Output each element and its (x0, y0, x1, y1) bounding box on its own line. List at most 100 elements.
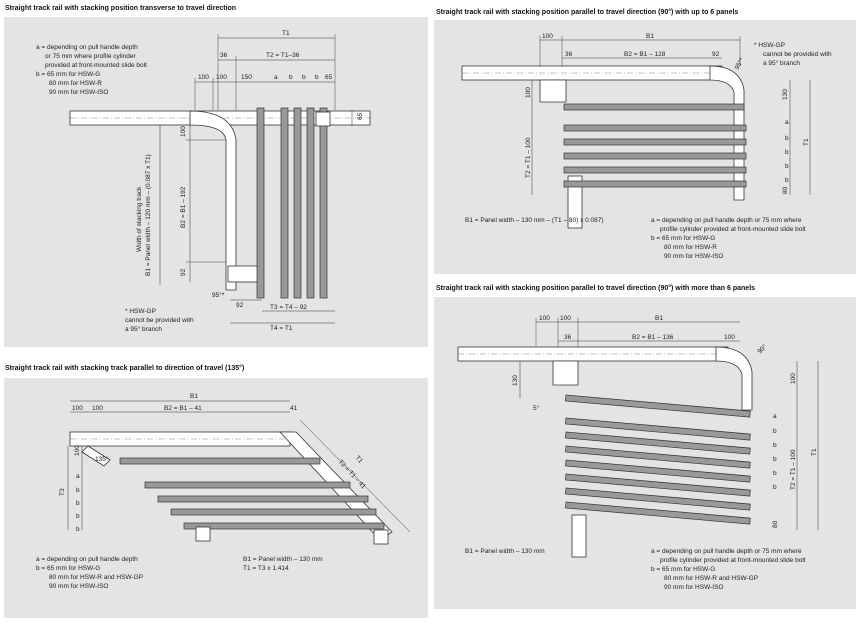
d4-dim-100a: 100 (539, 315, 550, 322)
d1-dim-b3: b (315, 74, 319, 81)
d4-panel-3 (565, 431, 751, 455)
d4-dim-100c: 100 (724, 334, 735, 341)
d3-left-branch (539, 79, 567, 103)
d1-dim-100a: 100 (198, 74, 209, 81)
d3-notes: a = depending on pull handle depth or 75… (651, 217, 806, 260)
d2-dim-100b: 100 (92, 405, 103, 412)
d3-dim-b2: B2 = B1 – 128 (624, 51, 666, 58)
d1-dim-100-vertical: 100 (180, 126, 187, 137)
d4-dim-b5: b (773, 484, 777, 491)
d2-dim-b4: b (76, 526, 80, 533)
d4-dim-b1: b (773, 428, 777, 435)
d2-notes: a = depending on pull handle depth b = 6… (36, 556, 144, 590)
d1-dim-b2: b (302, 74, 306, 81)
d1-dim-92-vertical: 92 (180, 268, 187, 276)
d2-dim-b3: b (76, 513, 80, 520)
d3-panel-6 (563, 180, 747, 188)
d4-dim-b3: b (773, 456, 777, 463)
d1-dim-65-right: 65 (357, 112, 364, 120)
d4-panel-1 (565, 394, 751, 418)
diagram-3-panel (434, 20, 856, 274)
d3-dim-b3: b (785, 163, 789, 170)
d1-dim-b1: b (289, 74, 293, 81)
d3-panel-1 (563, 103, 745, 111)
d4-panel-2 (565, 417, 751, 441)
d3-footnote: * HSW-GP cannot be provided with a 95° b… (754, 42, 832, 67)
d2-branch (81, 445, 111, 467)
d1-angle-95: 95°* (212, 291, 225, 299)
d2-dim-100-vertical: 100 (74, 445, 81, 456)
d4-right-branch (715, 346, 753, 411)
d1-dim-36: 36 (220, 52, 228, 59)
d1-panel-2 (280, 107, 289, 299)
d4-dim-a: a (773, 413, 777, 420)
d2-dim-b2: b (76, 500, 80, 507)
d3-dim-100: 100 (542, 33, 553, 40)
d3-panel-3 (563, 138, 747, 146)
d3-panel-4 (563, 152, 747, 160)
d4-dim-t1: T1 (811, 448, 818, 456)
d2-panel-1 (119, 457, 321, 465)
d3-dim-t1: T1 (803, 138, 810, 146)
d4-left-branch (552, 360, 579, 386)
d4-post (571, 514, 587, 558)
d2-dim-b2: B2 = B1 – 41 (164, 405, 202, 412)
d2-dim-a: a (76, 473, 80, 480)
d3-dim-b1: B1 (646, 33, 654, 40)
diagram-2-title: Straight track rail with stacking track … (5, 365, 245, 372)
d4-panel-7 (565, 487, 751, 511)
d1-dim-a: a (274, 74, 278, 81)
diagram-1-title: Straight track rail with stacking positi… (5, 5, 237, 12)
diagram-3-title: Straight track rail with stacking positi… (436, 9, 739, 16)
d3-right-branch (709, 65, 745, 201)
d1-end-box (315, 111, 331, 127)
d3-post (567, 175, 583, 229)
diagram-4-title: Straight track rail with stacking positi… (436, 285, 756, 292)
d3-dim-b2: b (785, 149, 789, 156)
d3-dim-80: 80 (782, 186, 789, 194)
d4-dim-b4: b (773, 470, 777, 477)
d3-dim-130: 130 (782, 89, 789, 100)
d3-dim-b4: b (785, 177, 789, 184)
d3-dim-t2: T2 = T1 – 100 (525, 137, 532, 178)
d2-angle-135: 135° (95, 455, 109, 463)
d2-dim-b1: B1 (190, 393, 198, 400)
d4-dim-100-vertical: 100 (790, 373, 797, 384)
d1-panel-3 (293, 107, 302, 299)
d4-notes: a = depending on pull handle depth or 75… (651, 548, 806, 591)
d1-dim-92-horizontal: 92 (236, 302, 244, 309)
d4-dim-b2: B2 = B1 – 136 (632, 334, 674, 341)
d4-panel-5 (565, 459, 751, 483)
d1-dim-65: 65 (325, 74, 333, 81)
d1-footnote: * HSW-GP cannot be provided with a 95° b… (125, 308, 194, 333)
d4-panel-4 (565, 445, 751, 469)
d4-dim-80: 80 (772, 520, 779, 528)
d1-panel-4 (306, 107, 315, 299)
d4-dim-b2: b (773, 442, 777, 449)
d4-dim-100b: 100 (560, 315, 571, 322)
d1-panel-1 (256, 107, 265, 299)
d2-panel-4 (170, 508, 377, 516)
d3-formula: B1 = Panel width – 130 mm – (T1 – 80) x … (465, 217, 604, 224)
d2-dim-t1: T1 (354, 455, 365, 466)
d4-angle-5: 5° (533, 404, 540, 412)
d4-panel-6 (565, 473, 751, 497)
d2-dim-41: 41 (290, 405, 298, 412)
d1-b1-formula: B1 = Panel width – 120 mm – (0.087 x T1) (145, 154, 152, 276)
d1-panel-5 (319, 107, 328, 299)
d3-dim-92: 92 (712, 51, 720, 58)
d1-dim-t3: T3 = T4 – 92 (270, 304, 307, 311)
d1-dim-100b: 100 (216, 74, 227, 81)
d1-dim-t4: T4 = T1 (270, 325, 293, 332)
d4-angle-90: 90° (756, 343, 769, 356)
d3-dim-a: a (785, 119, 789, 126)
d3-panel-2 (563, 124, 747, 132)
d4-dim-130: 130 (512, 375, 519, 386)
d1-dim-t2: T2 = T1–36 (266, 52, 300, 59)
d3-dim-100-vertical: 100 (525, 87, 532, 98)
d4-dim-t2: T2 = T1 – 100 (790, 449, 797, 490)
d3-panel-5 (563, 166, 747, 174)
